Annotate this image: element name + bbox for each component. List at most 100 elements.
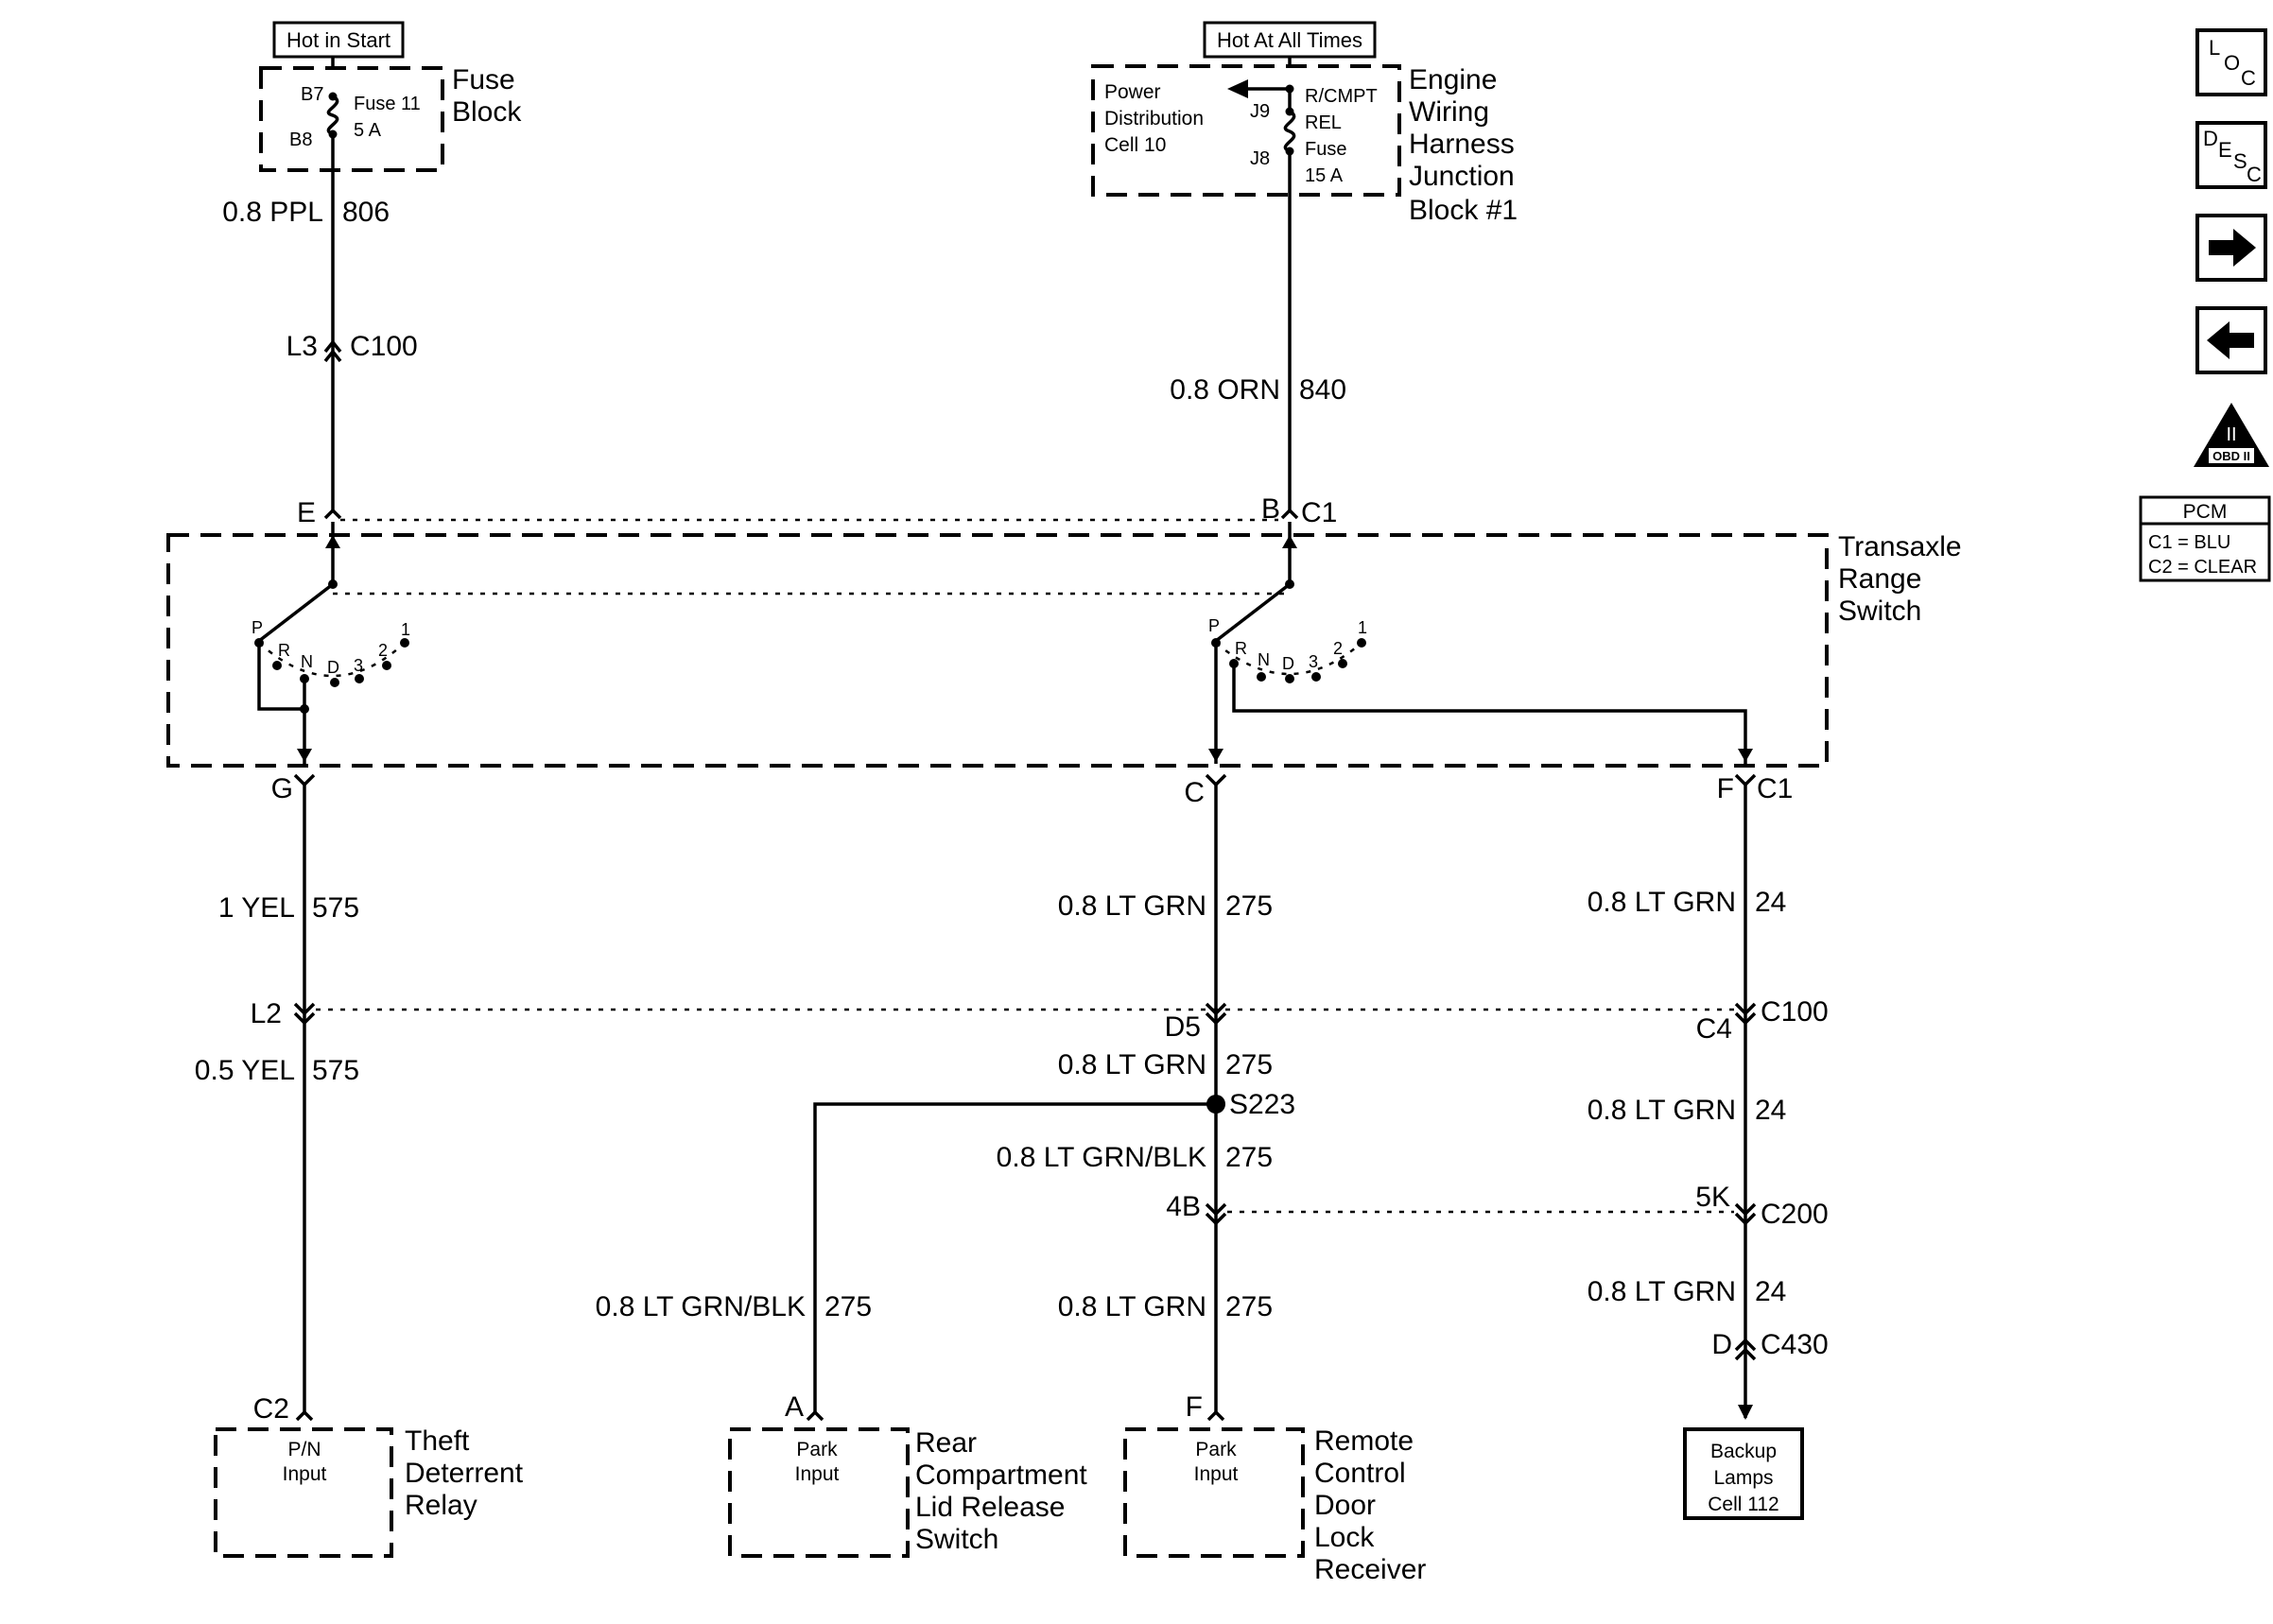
svg-text:OBD II: OBD II	[2212, 449, 2250, 463]
connector-f: F	[1717, 773, 1734, 804]
connector-c200: C200	[1761, 1199, 1829, 1230]
transaxle-range-switch-box	[166, 533, 1829, 768]
svg-text:1: 1	[401, 620, 410, 639]
pcm-title: PCM	[2183, 501, 2228, 523]
desc-button[interactable]: D E S C	[2195, 121, 2267, 189]
svg-text:Cell 112: Cell 112	[1708, 1494, 1779, 1515]
hot-at-all-times-box	[1203, 21, 1377, 59]
rcmpt-line-3: Fuse	[1305, 139, 1346, 160]
connector-l2-symbol	[293, 1002, 316, 1026]
connector-a-symbol	[806, 1409, 824, 1422]
rcmpt-line-1: R/CMPT	[1305, 86, 1378, 107]
theft-label-1: Theft	[405, 1425, 470, 1457]
svg-text:P/N: P/N	[287, 1439, 321, 1460]
arrow-right-icon	[2209, 229, 2256, 267]
connector-c200-symbol	[1734, 1202, 1757, 1226]
switch-label-3: Switch	[1838, 596, 1921, 627]
left-switch-blade	[257, 582, 335, 643]
wire-275blk2-circuit: 275	[824, 1291, 872, 1322]
rcmpt-line-4: 15 A	[1305, 165, 1344, 186]
junction-block-box	[1091, 64, 1401, 197]
backup-lamps-box	[1683, 1427, 1804, 1520]
back-button[interactable]	[2195, 306, 2267, 374]
svg-text:P: P	[252, 618, 263, 637]
svg-text:S: S	[2233, 149, 2247, 173]
pcm-legend: PCM C1 = BLU C2 = CLEAR	[2139, 495, 2271, 582]
pdc-line-2: Distribution	[1104, 108, 1204, 130]
wire-24b-color: 0.8 LT GRN	[1588, 1095, 1736, 1126]
connector-e: E	[297, 497, 316, 528]
junction-label-5: Block #1	[1409, 195, 1518, 226]
fuse-pin-b7: B7	[301, 84, 323, 105]
pcm-c1: C1 = BLU	[2148, 532, 2230, 553]
connector-c4: C4	[1696, 1013, 1732, 1045]
wire-575b-color: 0.5 YEL	[195, 1055, 295, 1086]
connector-c100-mid-symbol	[1734, 1002, 1757, 1026]
arrow-left-icon	[2207, 321, 2254, 359]
svg-text:C: C	[2241, 66, 2256, 90]
rear-compartment-switch-box	[728, 1427, 910, 1558]
fuse-block-label-1: Fuse	[452, 64, 515, 95]
pin-j9: J9	[1250, 101, 1270, 122]
connector-c: C	[1184, 777, 1205, 808]
svg-text:II: II	[2226, 424, 2236, 445]
hot-at-all-times-label: Hot At All Times	[1217, 28, 1362, 52]
svg-text:Backup: Backup	[1710, 1441, 1777, 1462]
junction-label-1: Engine	[1409, 64, 1497, 95]
fuse-11-symbol	[326, 95, 339, 136]
svg-text:3: 3	[354, 656, 363, 675]
connector-b-symbol	[1280, 508, 1299, 520]
junction-label-4: Junction	[1409, 161, 1515, 192]
svg-text:D: D	[1282, 654, 1294, 673]
connector-d5-symbol	[1205, 1002, 1227, 1026]
theft-label-2: Deterrent	[405, 1458, 524, 1489]
pcm-c2: C2 = CLEAR	[2148, 557, 2257, 578]
connector-c430-symbol	[1734, 1338, 1757, 1361]
forward-button[interactable]	[2195, 214, 2267, 282]
connector-d5: D5	[1165, 1011, 1201, 1043]
pdc-line-3: Cell 10	[1104, 134, 1166, 156]
svg-text:R: R	[1235, 639, 1247, 658]
remote-label-3: Door	[1314, 1490, 1376, 1521]
hot-in-start-label: Hot in Start	[286, 28, 390, 52]
wire-575a-color: 1 YEL	[218, 892, 295, 924]
pdc-line-1: Power	[1104, 81, 1161, 103]
connector-f2-symbol	[1206, 1409, 1225, 1422]
wire-24b-circuit: 24	[1755, 1095, 1786, 1126]
connector-c430: C430	[1761, 1329, 1829, 1360]
svg-text:N: N	[301, 652, 313, 671]
wire-840-circuit: 840	[1299, 374, 1346, 406]
connector-c100-mid: C100	[1761, 996, 1829, 1028]
wire-275blk-circuit: 275	[1225, 1142, 1273, 1173]
connector-c1-bottom: C1	[1757, 773, 1793, 804]
wire-275c-color: 0.8 LT GRN	[1058, 1291, 1206, 1322]
rear-label-3: Lid Release	[915, 1492, 1065, 1523]
connector-f2: F	[1186, 1391, 1203, 1423]
connector-4b-symbol	[1205, 1202, 1227, 1226]
svg-text:C: C	[2247, 163, 2262, 186]
wire-275a-color: 0.8 LT GRN	[1058, 890, 1206, 922]
loc-button[interactable]: L O C	[2195, 28, 2267, 96]
svg-text:Park: Park	[1195, 1439, 1237, 1460]
wire-275b-color: 0.8 LT GRN	[1058, 1049, 1206, 1080]
remote-label-1: Remote	[1314, 1425, 1414, 1457]
connector-c2-symbol	[295, 1409, 314, 1422]
svg-text:3: 3	[1309, 652, 1318, 671]
svg-text:2: 2	[378, 641, 388, 660]
fuse-rating-label: 5 A	[354, 120, 382, 141]
connector-g-symbol	[293, 773, 316, 787]
wire-806-color: 0.8 PPL	[222, 197, 323, 228]
connector-c1-top: C1	[1301, 497, 1337, 528]
svg-text:Input: Input	[1194, 1463, 1239, 1485]
svg-text:1: 1	[1358, 618, 1367, 637]
svg-text:L: L	[2209, 36, 2220, 60]
obd-ii-button[interactable]: II OBD II	[2194, 403, 2269, 467]
wire-275b-circuit: 275	[1225, 1049, 1273, 1080]
connector-4b: 4B	[1166, 1191, 1201, 1222]
svg-text:Park: Park	[796, 1439, 838, 1460]
connector-c2: C2	[253, 1393, 289, 1425]
connector-g: G	[271, 773, 293, 804]
wire-24c-circuit: 24	[1755, 1276, 1786, 1307]
hot-in-start-box	[272, 21, 405, 59]
